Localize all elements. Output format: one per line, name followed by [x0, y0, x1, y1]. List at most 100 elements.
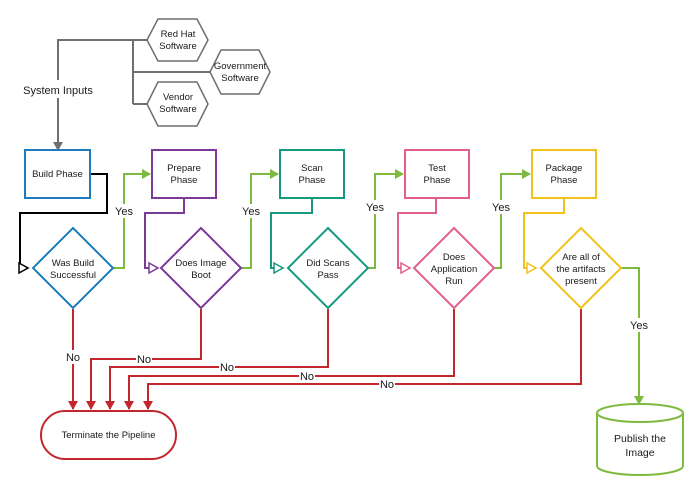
decision-label: Did Scans: [306, 258, 350, 269]
yes-edge-scan: [368, 169, 404, 269]
source-label: Software: [221, 73, 259, 84]
phase-label: Phase: [171, 175, 198, 186]
decision-label: Successful: [50, 270, 96, 281]
decision-label: Are all of: [562, 252, 600, 263]
connector-package: [523, 198, 565, 268]
publish-cylinder-top: [596, 403, 684, 423]
phase-label: Phase: [424, 175, 451, 186]
decision-label: Does: [443, 252, 465, 263]
decision-package: [539, 226, 623, 310]
connector-test: [397, 198, 437, 268]
svg-text:Boot: Boot: [191, 270, 211, 281]
yes-label: Yes: [115, 206, 133, 218]
phase-boxes: [24, 149, 597, 199]
svg-text:Run: Run: [445, 276, 462, 287]
connector-prepare: [144, 198, 185, 268]
system-inputs-label: System Inputs: [23, 85, 93, 97]
phase-box-build: [24, 149, 91, 199]
phase-label: Phase: [299, 175, 326, 186]
terminate-label: Terminate the Pipeline: [62, 430, 156, 441]
svg-text:Are all of: Are all of: [562, 252, 600, 263]
source-label: Software: [159, 104, 197, 115]
svg-text:Phase: Phase: [551, 175, 578, 186]
decision-label: Run: [445, 276, 462, 287]
terminate-node: Terminate the Pipeline: [40, 410, 177, 460]
input-connector: [58, 39, 210, 150]
svg-text:Test: Test: [428, 163, 446, 174]
yes-edge-prepare: [240, 169, 279, 269]
phase-label: Phase: [551, 175, 578, 186]
source-hexagon-government: [209, 49, 271, 95]
decision-label: Application: [431, 264, 477, 275]
phase-box-scan: [279, 149, 345, 199]
decision-label: Was Build: [52, 258, 94, 269]
publish-cylinder: [596, 413, 684, 476]
yes-label: Yes: [630, 320, 648, 332]
no-label: No: [220, 362, 234, 374]
phase-label: Build Phase: [32, 169, 83, 180]
no-edge-test: [124, 309, 455, 410]
no-label: No: [380, 379, 394, 391]
decision-label: present: [565, 276, 597, 287]
yes-label: Yes: [492, 202, 510, 214]
svg-text:Vendor: Vendor: [163, 92, 193, 103]
source-label: Vendor: [163, 92, 193, 103]
decision-labels: Was Build Successful Does Image Boot Did…: [50, 252, 606, 287]
svg-text:Package: Package: [546, 163, 583, 174]
publish-node: Publish the Image: [596, 403, 684, 476]
svg-text:Phase: Phase: [299, 175, 326, 186]
decision-test: [412, 226, 496, 310]
publish-label: Image: [625, 447, 654, 459]
svg-text:Software: Software: [159, 41, 197, 52]
phase-label: Test: [428, 163, 446, 174]
phase-box-test: [404, 149, 470, 199]
svg-text:Was Build: Was Build: [52, 258, 94, 269]
svg-text:Publish the: Publish the: [614, 433, 666, 445]
svg-text:Image: Image: [625, 447, 654, 459]
phase-label: Scan: [301, 163, 323, 174]
system-inputs: System Inputs Red Hat Software Governmen…: [20, 18, 271, 150]
phase-label: Package: [546, 163, 583, 174]
svg-text:Phase: Phase: [424, 175, 451, 186]
svg-text:Software: Software: [159, 104, 197, 115]
connector-build: [20, 173, 108, 268]
yes-label: Yes: [366, 202, 384, 214]
phase-labels: Build Phase Prepare Phase Scan Phase Tes…: [32, 163, 582, 186]
decision-build: [31, 226, 115, 310]
svg-text:Prepare: Prepare: [167, 163, 201, 174]
svg-text:Government: Government: [214, 61, 267, 72]
phase-box-prepare: [151, 149, 217, 199]
yes-edge-test: [494, 169, 531, 269]
no-edge-package: [143, 309, 582, 410]
svg-text:Scan: Scan: [301, 163, 323, 174]
decision-scan: [286, 226, 370, 310]
decision-diamonds: [31, 226, 623, 310]
no-label: No: [300, 371, 314, 383]
decision-label: Does Image: [175, 258, 226, 269]
svg-text:Does Image: Does Image: [175, 258, 226, 269]
svg-text:Red Hat: Red Hat: [161, 29, 196, 40]
source-label: Government: [214, 61, 267, 72]
source-label: Red Hat: [161, 29, 196, 40]
svg-text:Did Scans: Did Scans: [306, 258, 350, 269]
yes-edge-build: [113, 169, 151, 269]
svg-text:Software: Software: [221, 73, 259, 84]
phase-label: Prepare: [167, 163, 201, 174]
decision-label: the artifacts: [556, 264, 605, 275]
no-label: No: [137, 354, 151, 366]
yes-connectors: [113, 169, 644, 405]
svg-text:Does: Does: [443, 252, 465, 263]
source-hexagon-vendor: [146, 81, 209, 127]
connector-scan: [270, 198, 313, 268]
yes-edge-package: [621, 267, 644, 405]
publish-label: Publish the: [614, 433, 666, 445]
no-label: No: [66, 352, 80, 364]
svg-text:present: present: [565, 276, 597, 287]
phase-to-decision-connectors: [20, 173, 565, 268]
decision-label: Boot: [191, 270, 211, 281]
svg-text:Pass: Pass: [317, 270, 338, 281]
phase-box-package: [531, 149, 597, 199]
yes-label: Yes: [242, 206, 260, 218]
svg-text:Successful: Successful: [50, 270, 96, 281]
edge-labels: Yes Yes Yes Yes Yes No No No No No: [65, 200, 649, 391]
